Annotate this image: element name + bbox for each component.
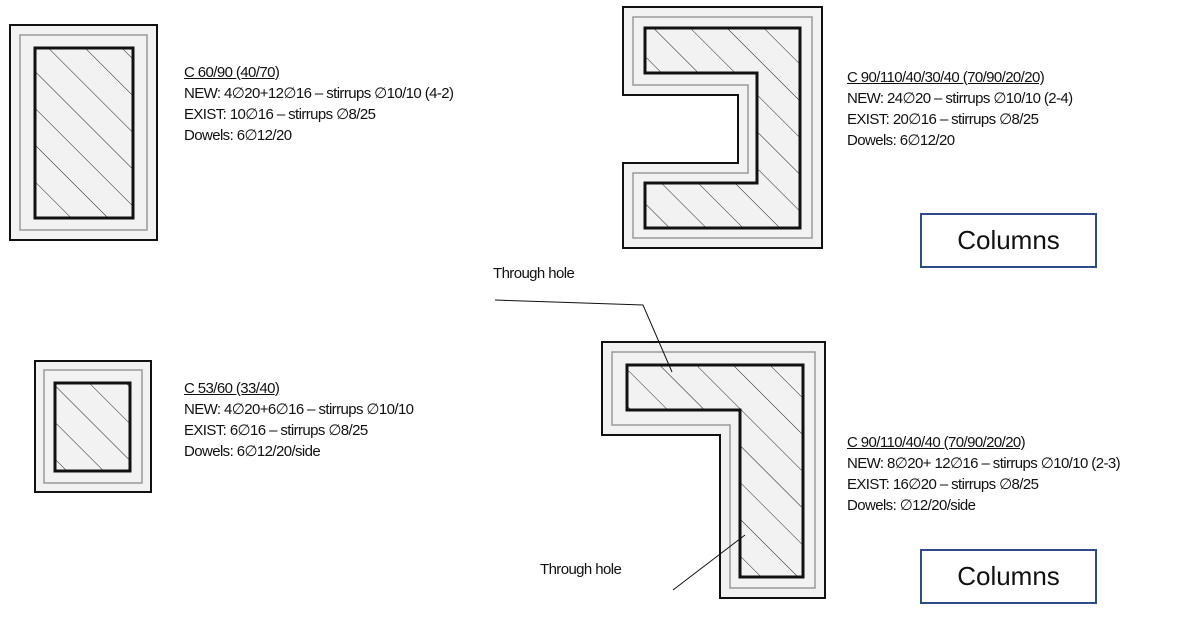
columns-button-1[interactable]: Columns bbox=[920, 213, 1097, 268]
column-section-rectangular-small bbox=[34, 360, 152, 493]
section-title: C 53/60 (33/40) bbox=[184, 380, 280, 397]
section-new: NEW: 4∅20+6∅16 – stirrups ∅10/10 bbox=[184, 401, 414, 418]
section-label-2: C 53/60 (33/40) NEW: 4∅20+6∅16 – stirrup… bbox=[184, 378, 414, 462]
section-exist: EXIST: 20∅16 – stirrups ∅8/25 bbox=[847, 111, 1039, 128]
section-title: C 90/110/40/30/40 (70/90/20/20) bbox=[847, 69, 1045, 86]
section-title: C 90/110/40/40 (70/90/20/20) bbox=[847, 434, 1026, 451]
section-label-4: C 90/110/40/40 (70/90/20/20) NEW: 8∅20+ … bbox=[847, 432, 1121, 516]
column-section-l-shape bbox=[601, 341, 826, 599]
through-hole-leader-1 bbox=[494, 299, 673, 373]
section-exist: EXIST: 16∅20 – stirrups ∅8/25 bbox=[847, 476, 1039, 493]
through-hole-label-2: Through hole bbox=[540, 561, 622, 578]
section-dowels: Dowels: ∅12/20/side bbox=[847, 497, 976, 514]
section-label-1: C 60/90 (40/70) NEW: 4∅20+12∅16 – stirru… bbox=[184, 62, 454, 146]
section-exist: EXIST: 6∅16 – stirrups ∅8/25 bbox=[184, 422, 368, 439]
section-title: C 60/90 (40/70) bbox=[184, 64, 280, 81]
columns-button-2[interactable]: Columns bbox=[920, 549, 1097, 604]
section-exist: EXIST: 10∅16 – stirrups ∅8/25 bbox=[184, 106, 376, 123]
column-section-c-shape bbox=[622, 6, 823, 249]
section-dowels: Dowels: 6∅12/20/side bbox=[184, 443, 321, 460]
through-hole-label-1: Through hole bbox=[493, 265, 575, 282]
column-section-rectangular-large bbox=[9, 24, 158, 241]
section-new: NEW: 4∅20+12∅16 – stirrups ∅10/10 (4-2) bbox=[184, 85, 454, 102]
section-new: NEW: 24∅20 – stirrups ∅10/10 (2-4) bbox=[847, 90, 1073, 107]
section-new: NEW: 8∅20+ 12∅16 – stirrups ∅10/10 (2-3) bbox=[847, 455, 1121, 472]
section-dowels: Dowels: 6∅12/20 bbox=[184, 127, 292, 144]
section-dowels: Dowels: 6∅12/20 bbox=[847, 132, 955, 149]
section-label-3: C 90/110/40/30/40 (70/90/20/20) NEW: 24∅… bbox=[847, 67, 1073, 151]
through-hole-leader-2 bbox=[672, 534, 746, 591]
